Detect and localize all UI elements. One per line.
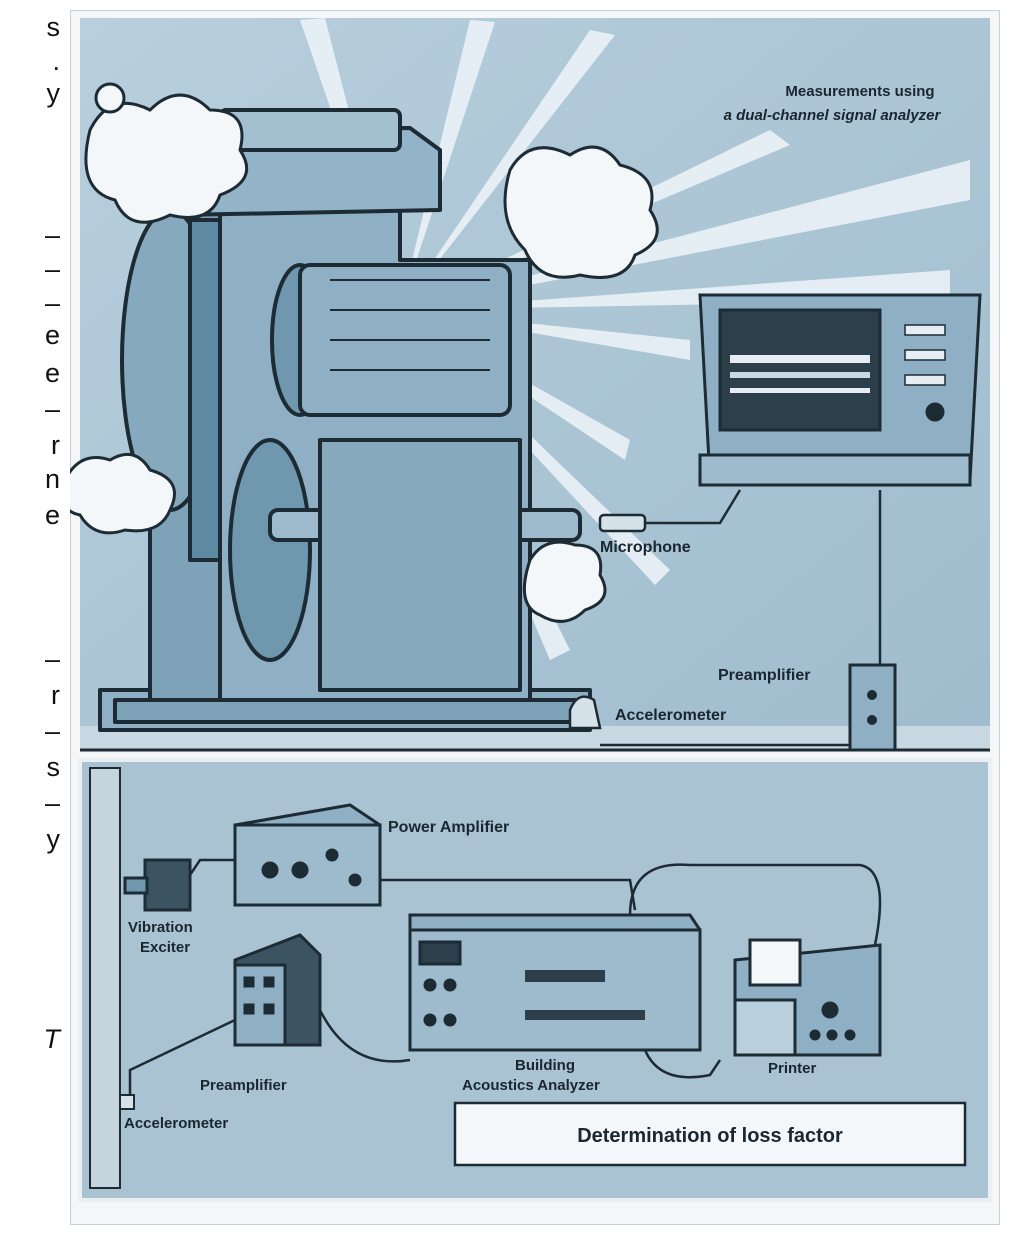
label-loss-factor: Determination of loss factor <box>577 1125 843 1147</box>
margin-fragment: r <box>51 432 60 459</box>
gearbox <box>320 440 520 690</box>
preamplifier-top <box>850 665 895 750</box>
cropped-margin-text: s . y – – – e e – r n e – r – s – y T <box>0 0 60 1237</box>
label-preamplifier-bottom: Preamplifier <box>200 1077 287 1094</box>
margin-fragment: n <box>45 466 60 493</box>
margin-fragment: T <box>44 1026 61 1053</box>
gear-wheel <box>230 440 310 660</box>
microphone <box>600 515 645 531</box>
label-printer: Printer <box>768 1060 817 1077</box>
label-vibration-exciter-2: Exciter <box>140 939 190 956</box>
margin-fragment: . <box>52 48 60 75</box>
margin-fragment: e <box>45 322 60 349</box>
label-accelerometer-bottom: Accelerometer <box>124 1115 228 1132</box>
machine-top-cap <box>220 110 400 150</box>
margin-fragment: y <box>47 826 61 853</box>
power-amplifier <box>235 805 380 905</box>
margin-fragment: e <box>45 360 60 387</box>
machine-base-plate <box>115 700 575 722</box>
margin-fragment: – <box>45 718 60 745</box>
margin-fragment: – <box>45 256 60 283</box>
margin-fragment: – <box>45 396 60 423</box>
margin-fragment: – <box>45 290 60 317</box>
margin-fragment: – <box>45 790 60 817</box>
diagram-title-line2: a dual-channel signal analyzer <box>724 107 942 124</box>
label-building-analyzer-2: Acoustics Analyzer <box>462 1077 600 1094</box>
label-microphone: Microphone <box>600 539 691 556</box>
margin-fragment: – <box>45 646 60 673</box>
label-vibration-exciter-1: Vibration <box>128 919 193 936</box>
measurement-illustration: Measurements using a dual-channel signal… <box>70 10 1000 1225</box>
label-preamplifier-top: Preamplifier <box>718 667 810 684</box>
diagram-title-line1: Measurements using <box>785 83 934 100</box>
accelerometer-bottom <box>120 1095 134 1109</box>
drive-belt <box>190 220 220 560</box>
margin-fragment: r <box>51 682 60 709</box>
illustration-frame: Measurements using a dual-channel signal… <box>70 10 1000 1225</box>
analyzer-front-panel <box>700 455 970 485</box>
analyzer-screen <box>720 310 880 430</box>
steam-bubble <box>96 84 124 112</box>
margin-fragment: s <box>47 754 61 781</box>
margin-fragment: – <box>45 222 60 249</box>
label-building-analyzer-1: Building <box>515 1057 575 1074</box>
building-acoustics-analyzer <box>410 915 700 1050</box>
accelerometer-top <box>570 697 600 728</box>
margin-fragment: e <box>45 502 60 529</box>
wall-structure <box>90 768 120 1188</box>
label-accelerometer-top: Accelerometer <box>615 707 726 724</box>
dual-channel-analyzer <box>700 295 980 485</box>
margin-fragment: s <box>47 14 61 41</box>
printer <box>735 940 880 1055</box>
margin-fragment: y <box>47 80 61 107</box>
label-power-amplifier: Power Amplifier <box>388 819 509 836</box>
